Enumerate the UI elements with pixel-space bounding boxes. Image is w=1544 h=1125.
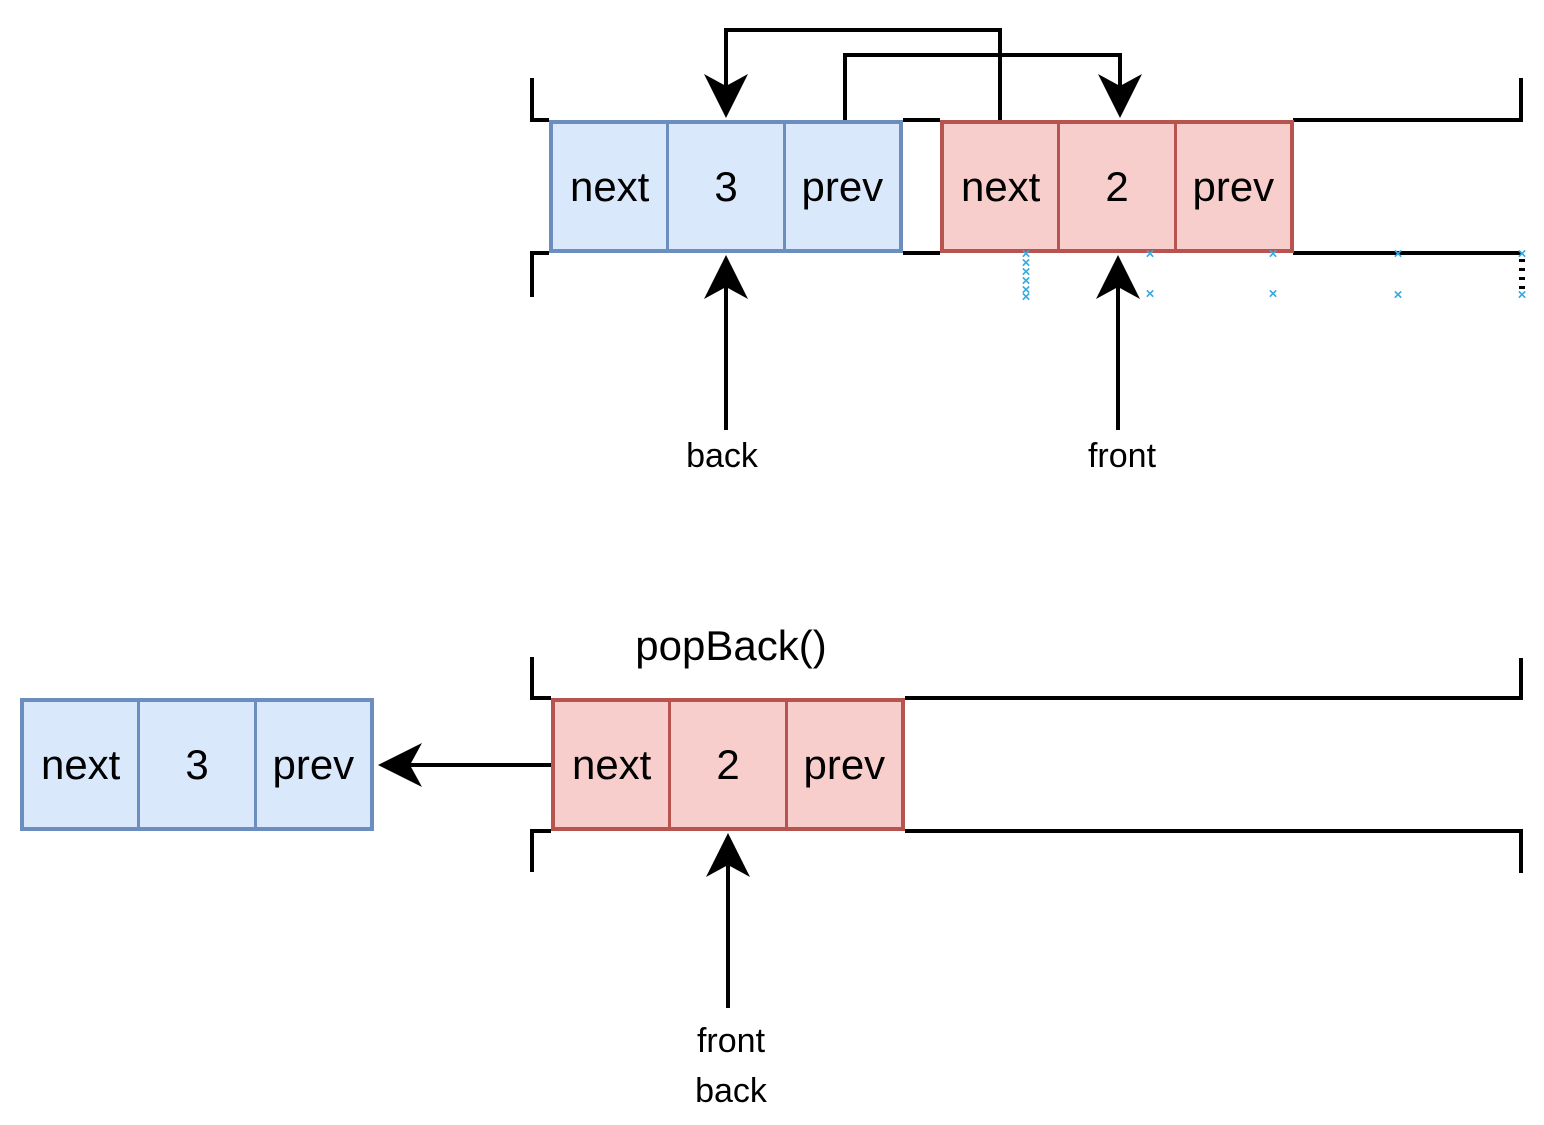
back-arrow [704, 255, 748, 430]
guide-x-mark: × [1021, 272, 1031, 290]
bottom-rail-left-bottom-bracket [530, 829, 551, 872]
guide-x-mark: × [1517, 286, 1527, 304]
guide-x-mark: × [1021, 281, 1031, 299]
node3-prev-cell: prev [253, 702, 370, 827]
guide-x-mark: × [1021, 263, 1031, 281]
front-pointer-label: front [1087, 437, 1157, 475]
node2-value-cell: 2 [668, 702, 784, 827]
node2-value-cell: 2 [1057, 124, 1173, 249]
bottom-rail-left-top-bracket [530, 657, 551, 700]
front-pointer-label: front [696, 1022, 766, 1060]
top-node-3: next 3 prev [549, 120, 903, 253]
node3-value-cell: 3 [666, 124, 782, 249]
node3-next-cell: next [569, 162, 650, 210]
front-arrow [1096, 255, 1140, 430]
node2-next-cell: next [960, 162, 1041, 210]
back-pointer-label: back [686, 437, 758, 475]
node2-prev-cell: prev [1173, 124, 1290, 249]
guide-x-mark: × [1268, 285, 1278, 303]
guide-x-mark: × [1517, 245, 1527, 263]
guide-x-mark: × [1021, 245, 1031, 263]
front-back-arrow [706, 833, 750, 1008]
guide-x-mark: × [1393, 245, 1403, 263]
node2-next-cell: next [571, 740, 652, 788]
guide-x-mark: × [1145, 245, 1155, 263]
node3-value-cell: 3 [137, 702, 253, 827]
guide-x-mark: × [1393, 286, 1403, 304]
node3-prev-cell: prev [782, 124, 899, 249]
node2-prev-cell: prev [784, 702, 901, 827]
guide-x-mark: × [1021, 254, 1031, 272]
bottom-detached-node-3: next 3 prev [20, 698, 374, 831]
top-rail-left-bottom-bracket [530, 251, 549, 297]
back-pointer-label: back [695, 1072, 767, 1110]
guide-x-mark: × [1145, 285, 1155, 303]
bottom-rail-top-right [905, 658, 1523, 700]
bottom-rail-bottom-right [905, 829, 1523, 873]
pointer-node2-next-to-detached-node3 [378, 743, 551, 787]
pointer-node2-next-to-node3 [704, 28, 1002, 120]
operation-title: popBack() [635, 622, 827, 669]
bottom-node-2: next 2 prev [551, 698, 905, 831]
guide-x-mark: × [1268, 245, 1278, 263]
top-rail-top-right [1293, 78, 1523, 122]
pointer-node3-prev-to-node2 [843, 53, 1142, 120]
top-rail-left-top-bracket [530, 78, 549, 122]
guide-x-mark: × [1021, 288, 1031, 306]
node3-next-cell: next [40, 740, 121, 788]
top-node-2: next 2 prev [940, 120, 1294, 253]
